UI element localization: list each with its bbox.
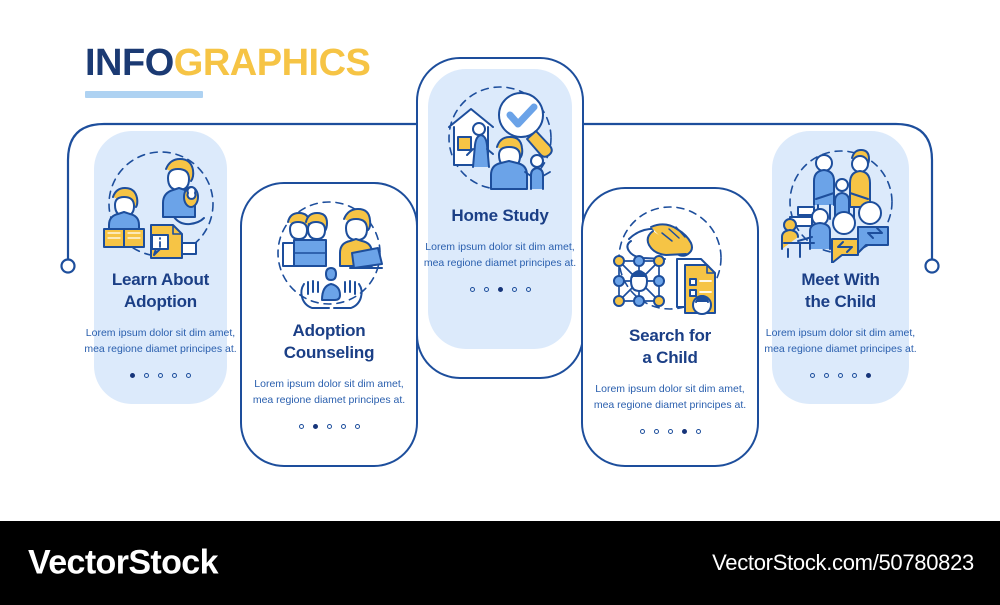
counseling-couple-hands-child-icon bbox=[264, 196, 394, 314]
progress-dot[interactable] bbox=[312, 424, 318, 430]
progress-dot[interactable] bbox=[340, 424, 346, 430]
progress-dot[interactable] bbox=[525, 287, 531, 293]
vectorstock-url: VectorStock.com/50780823 bbox=[712, 550, 974, 575]
card-background bbox=[94, 131, 227, 404]
progress-dot[interactable] bbox=[354, 424, 360, 430]
infographic-canvas: INFOGRAPHICS bbox=[60, 42, 940, 467]
card-title: Home Study bbox=[451, 206, 549, 225]
title-underline-rule bbox=[85, 91, 203, 98]
card-body-text: Lorem ipsum dolor sit dim amet, mea regi… bbox=[593, 382, 747, 411]
progress-dot[interactable] bbox=[172, 373, 177, 379]
card-home-study[interactable]: Home Study Lorem ipsum dolor sit dim ame… bbox=[416, 57, 584, 379]
page-header: INFOGRAPHICS bbox=[85, 42, 371, 98]
house-magnifier-check-parent-child-icon bbox=[435, 81, 565, 199]
watermark-footer: VectorStock VectorStock.com/50780823 bbox=[0, 521, 1000, 605]
progress-dot[interactable] bbox=[852, 373, 857, 379]
progress-dot[interactable] bbox=[653, 429, 659, 435]
progress-dot[interactable] bbox=[483, 287, 489, 293]
progress-dots[interactable] bbox=[298, 424, 360, 430]
progress-dots[interactable] bbox=[469, 287, 531, 293]
progress-dot[interactable] bbox=[469, 287, 475, 293]
card-body-text: Lorem ipsum dolor sit dim amet, mea regi… bbox=[84, 326, 237, 355]
family-meeting-speech-icon bbox=[776, 145, 906, 263]
progress-dot[interactable] bbox=[866, 373, 871, 379]
hands-network-documents-icon bbox=[605, 201, 735, 319]
progress-dot[interactable] bbox=[186, 373, 191, 379]
reading-parent-baby-info-icon bbox=[96, 145, 226, 263]
connector-start-node bbox=[60, 258, 76, 274]
progress-dot[interactable] bbox=[810, 373, 815, 379]
progress-dot[interactable] bbox=[497, 287, 503, 293]
progress-dot[interactable] bbox=[511, 287, 517, 293]
progress-dots[interactable] bbox=[810, 373, 871, 379]
title-info-part: INFO bbox=[85, 42, 174, 84]
progress-dot[interactable] bbox=[695, 429, 701, 435]
connector-end-node bbox=[924, 258, 940, 274]
page-title: INFOGRAPHICS bbox=[85, 42, 371, 84]
progress-dot[interactable] bbox=[326, 424, 332, 430]
progress-dot[interactable] bbox=[667, 429, 673, 435]
progress-dot[interactable] bbox=[824, 373, 829, 379]
progress-dot[interactable] bbox=[838, 373, 843, 379]
card-background bbox=[240, 182, 418, 467]
title-graphics-part: GRAPHICS bbox=[173, 42, 371, 84]
progress-dot[interactable] bbox=[681, 429, 687, 435]
card-content: Home Study Lorem ipsum dolor sit dim ame… bbox=[416, 81, 584, 293]
card-body-text: Lorem ipsum dolor sit dim amet, mea regi… bbox=[764, 326, 917, 355]
progress-dot[interactable] bbox=[130, 373, 135, 379]
progress-dot[interactable] bbox=[298, 424, 304, 430]
progress-dot[interactable] bbox=[158, 373, 163, 379]
card-body-text: Lorem ipsum dolor sit dim amet, mea regi… bbox=[423, 240, 577, 270]
card-body-text: Lorem ipsum dolor sit dim amet, mea regi… bbox=[252, 377, 406, 406]
progress-dot[interactable] bbox=[639, 429, 645, 435]
progress-dots[interactable] bbox=[639, 429, 701, 435]
vectorstock-logo: VectorStock bbox=[28, 543, 219, 582]
progress-dots[interactable] bbox=[130, 373, 191, 379]
card-background bbox=[772, 131, 909, 404]
progress-dot[interactable] bbox=[144, 373, 149, 379]
